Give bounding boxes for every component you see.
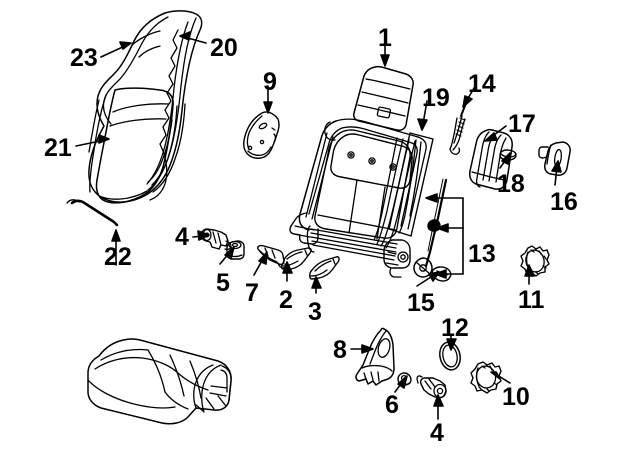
- callout-16[interactable]: 16: [550, 188, 578, 216]
- hinge-cover-right: [309, 256, 340, 280]
- side-trim-panel: [243, 111, 280, 159]
- callout-8[interactable]: 8: [333, 336, 347, 364]
- callout-9[interactable]: 9: [263, 68, 277, 96]
- seat-back-frame-assembly: [289, 65, 427, 278]
- seat-cushion-pad-bottom: [87, 338, 232, 425]
- oval-grommet-ring: [439, 341, 461, 371]
- callout-23[interactable]: 23: [70, 44, 98, 72]
- spring-pin: [449, 102, 467, 155]
- recliner-mounting-bracket: [355, 327, 395, 386]
- callout-19[interactable]: 19: [422, 84, 450, 112]
- callout-11[interactable]: 11: [518, 286, 545, 314]
- hinge-cover-left: [280, 247, 312, 270]
- callout-18[interactable]: 18: [497, 170, 525, 198]
- seat-back-cover-assembly: [88, 10, 203, 204]
- callout-12[interactable]: 12: [441, 314, 469, 342]
- callout-14[interactable]: 14: [468, 70, 496, 98]
- callout-17[interactable]: 17: [508, 110, 536, 138]
- seat-back-wire-rod: [66, 199, 119, 227]
- callout-4-lower[interactable]: 4: [430, 419, 444, 447]
- callout-15[interactable]: 15: [407, 289, 435, 317]
- release-lever-knob: [538, 141, 571, 176]
- callout-6[interactable]: 6: [385, 391, 399, 419]
- callout-7[interactable]: 7: [245, 279, 259, 307]
- callout-4-upper[interactable]: 4: [175, 223, 189, 251]
- adjuster-knob-gear-lower: [470, 361, 502, 394]
- seat-back-panel-board: [388, 132, 434, 237]
- callout-1[interactable]: 1: [378, 24, 392, 52]
- adjuster-knob-gear-upper: [520, 245, 550, 277]
- callout-2[interactable]: 2: [279, 286, 293, 314]
- callout-20[interactable]: 20: [210, 34, 238, 62]
- callout-3[interactable]: 3: [308, 298, 322, 326]
- callout-10[interactable]: 10: [502, 383, 530, 411]
- callout-5[interactable]: 5: [216, 269, 230, 297]
- callout-13[interactable]: 13: [468, 240, 496, 268]
- callout-22[interactable]: 22: [104, 243, 132, 271]
- callout-21[interactable]: 21: [44, 134, 72, 162]
